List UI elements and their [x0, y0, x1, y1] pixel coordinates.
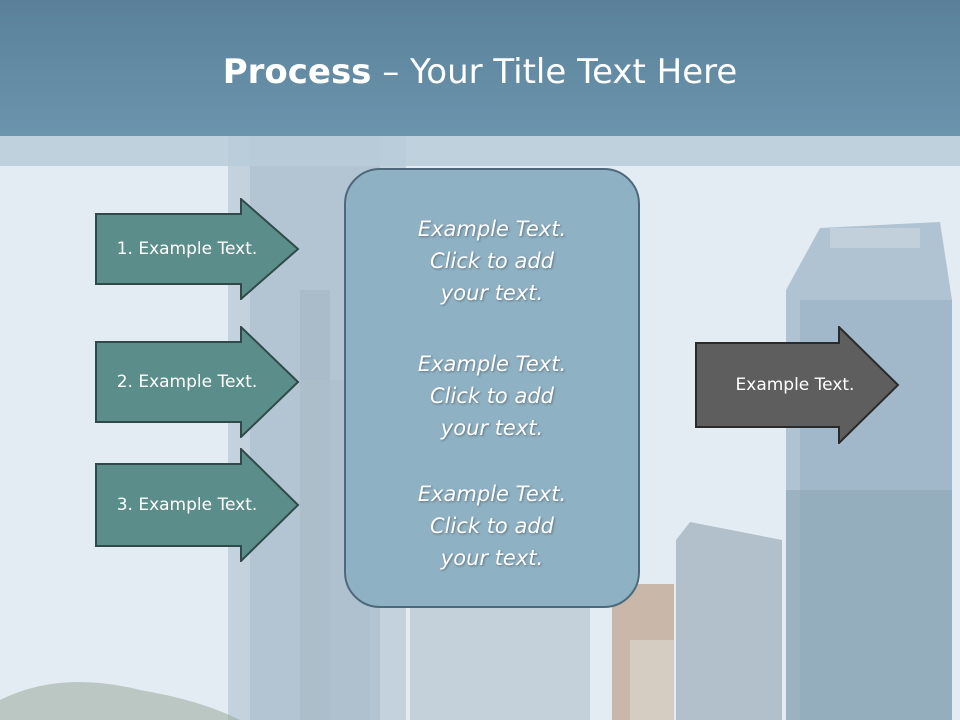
center-item-2-line3: your text. — [440, 416, 544, 440]
slide-title[interactable]: Process – Your Title Text Here — [0, 52, 960, 92]
output-arrow-label: Example Text. — [735, 375, 855, 395]
left-arrow-3[interactable]: 3. Example Text. — [95, 448, 300, 562]
left-arrow-3-label: 3. Example Text. — [116, 495, 258, 515]
center-item-1-line2: Click to add — [429, 249, 554, 273]
center-item-2-line1: Example Text. — [417, 352, 567, 376]
left-arrow-1-label: 1. Example Text. — [116, 239, 258, 259]
arrow-shape-icon — [95, 326, 300, 438]
center-item-1-line1: Example Text. — [417, 217, 567, 241]
arrow-shape-icon — [695, 326, 900, 444]
left-arrow-2-label: 2. Example Text. — [116, 372, 258, 392]
output-arrow[interactable]: Example Text. — [695, 326, 900, 444]
center-item-1-line3: your text. — [440, 281, 544, 305]
title-sub-band — [0, 136, 960, 166]
left-arrow-2[interactable]: 2. Example Text. — [95, 326, 300, 438]
center-item-3[interactable]: Example Text. Click to add your text. — [344, 478, 640, 574]
title-bold-text: Process — [222, 52, 372, 92]
center-item-3-line2: Click to add — [429, 514, 554, 538]
center-item-2-line2: Click to add — [429, 384, 554, 408]
center-item-2[interactable]: Example Text. Click to add your text. — [344, 348, 640, 444]
center-content-box[interactable] — [344, 168, 640, 608]
left-arrow-1[interactable]: 1. Example Text. — [95, 198, 300, 300]
center-item-3-line3: your text. — [440, 546, 544, 570]
arrow-shape-icon — [95, 198, 300, 300]
title-rest-text: – Your Title Text Here — [371, 52, 738, 92]
arrow-shape-icon — [95, 448, 300, 562]
title-band — [0, 0, 960, 136]
center-item-1[interactable]: Example Text. Click to add your text. — [344, 213, 640, 309]
center-item-3-line1: Example Text. — [417, 482, 567, 506]
